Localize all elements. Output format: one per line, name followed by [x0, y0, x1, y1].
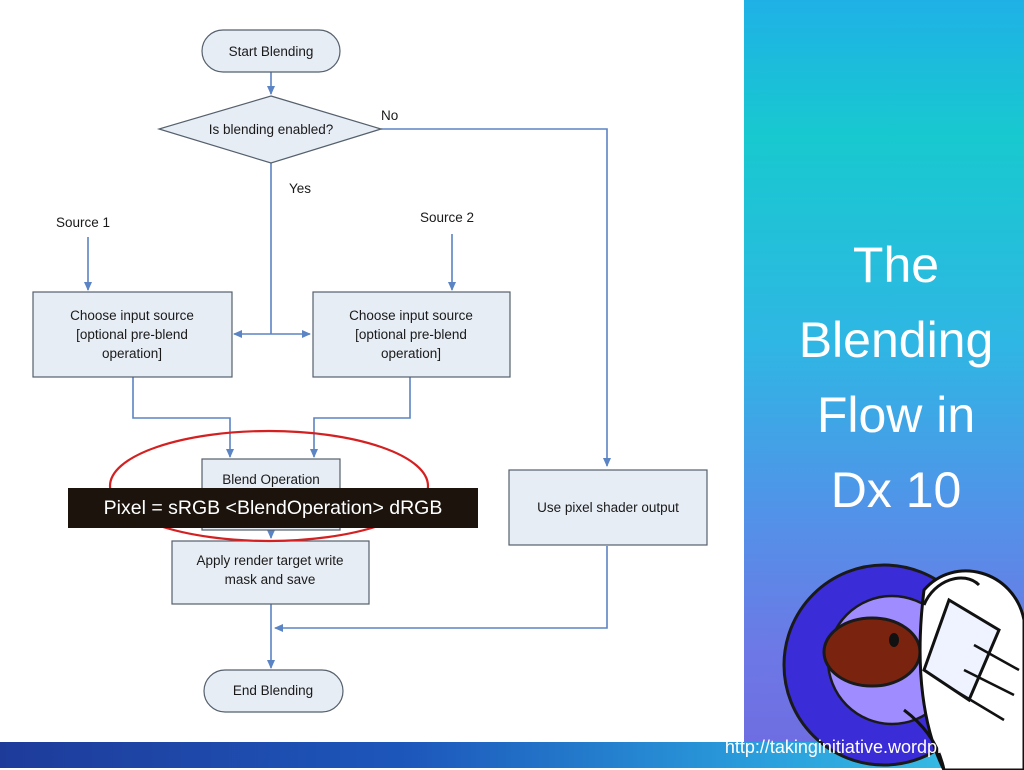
- choose2-line-3: operation]: [381, 346, 441, 361]
- slide-title: The Blending Flow in Dx 10: [764, 228, 1024, 528]
- highlight-ellipse: [108, 429, 430, 543]
- flowchart: Start Blending Is blending enabled? No Y…: [32, 29, 708, 713]
- start-label: Start Blending: [229, 44, 314, 59]
- title-line-3: Flow in: [816, 387, 976, 443]
- flowchart-area: Start Blending Is blending enabled? No Y…: [32, 29, 708, 713]
- edges: [84, 72, 611, 669]
- edge-choose1-blend: [132, 377, 234, 458]
- edge-choose2-blend: [310, 377, 411, 458]
- choose1-line-3: operation]: [102, 346, 162, 361]
- astronaut-illustration: [782, 563, 1024, 770]
- source1-label: Source 1: [56, 215, 110, 230]
- edge-yes-label: Yes: [289, 181, 311, 196]
- source2-label: Source 2: [420, 210, 474, 225]
- edge-shader-merge: [274, 546, 608, 632]
- apply-line-1: Apply render target write: [196, 553, 343, 568]
- pixel-shader-node: Use pixel shader output: [508, 469, 708, 546]
- blend-operation-label: Blend Operation: [222, 472, 320, 487]
- edge-no: [381, 128, 611, 467]
- end-node: End Blending: [203, 669, 344, 713]
- apply-line-2: mask and save: [225, 572, 316, 587]
- start-node: Start Blending: [201, 29, 341, 73]
- decision-node: Is blending enabled?: [156, 95, 384, 164]
- title-line-1: The: [852, 237, 940, 293]
- choose1-line-1: Choose input source: [70, 308, 194, 323]
- choose2-line-1: Choose input source: [349, 308, 473, 323]
- formula-caption: Pixel = sRGB <BlendOperation> dRGB: [68, 488, 478, 528]
- title-line-2: Blending: [798, 312, 994, 368]
- decision-label: Is blending enabled?: [209, 122, 334, 137]
- choose-input-1-node: Choose input source [optional pre-blend …: [32, 291, 233, 378]
- choose2-line-2: [optional pre-blend: [355, 327, 467, 342]
- pixel-shader-label: Use pixel shader output: [537, 500, 679, 515]
- apply-mask-node: Apply render target write mask and save: [171, 540, 370, 605]
- end-label: End Blending: [233, 683, 313, 698]
- title-line-4: Dx 10: [830, 462, 962, 518]
- edge-no-label: No: [381, 108, 398, 123]
- source-url[interactable]: http://takinginitiative.wordpress.com: [724, 737, 1010, 757]
- choose-input-2-node: Choose input source [optional pre-blend …: [312, 291, 511, 378]
- choose1-line-2: [optional pre-blend: [76, 327, 188, 342]
